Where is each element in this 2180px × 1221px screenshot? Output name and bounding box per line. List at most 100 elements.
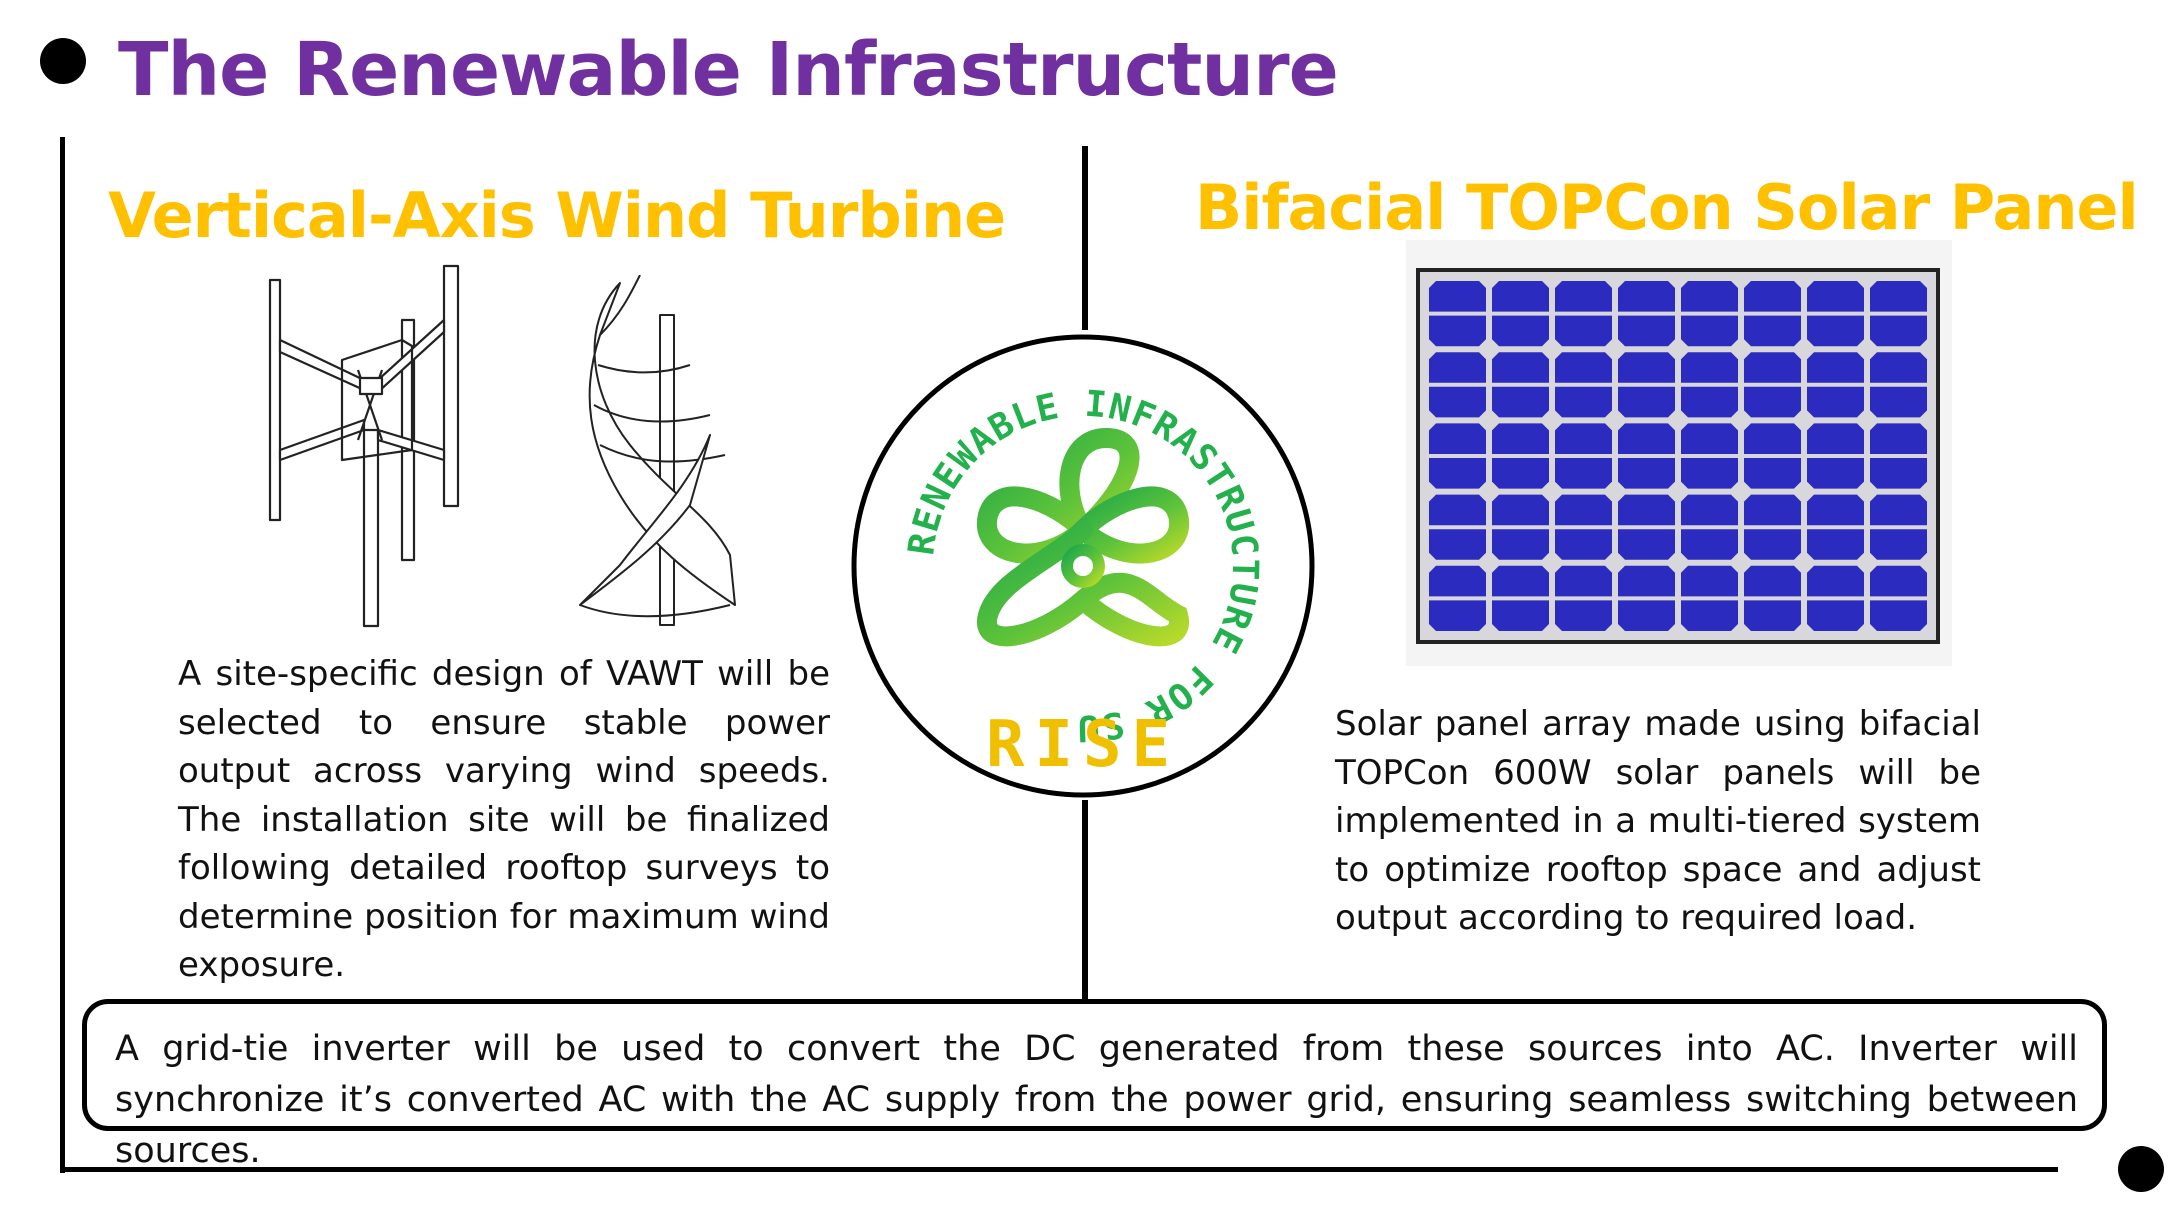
panel-cell xyxy=(1807,281,1864,312)
frame-left-line xyxy=(60,137,65,1173)
panel-cell xyxy=(1618,600,1675,631)
panel-cell xyxy=(1492,529,1549,560)
panel-cell xyxy=(1744,494,1801,526)
panel-cell xyxy=(1744,423,1801,454)
frame-bottom-line xyxy=(60,1167,2058,1172)
panel-cell xyxy=(1870,281,1927,312)
helical-turbine-icon xyxy=(579,275,736,626)
panel-cell xyxy=(1870,423,1927,454)
panel-cell xyxy=(1681,315,1738,347)
panel-cell xyxy=(1681,281,1738,312)
panel-cell xyxy=(1555,600,1612,631)
panel-cell xyxy=(1681,529,1738,560)
panel-cell xyxy=(1492,600,1549,631)
panel-cell xyxy=(1807,352,1864,383)
panel-cell xyxy=(1555,565,1612,597)
panel-cell xyxy=(1681,386,1738,418)
panel-cell xyxy=(1618,386,1675,418)
panel-cell xyxy=(1492,494,1549,526)
panel-cell xyxy=(1492,352,1549,383)
panel-cell xyxy=(1681,565,1738,597)
panel-cell xyxy=(1744,458,1801,489)
panel-cell xyxy=(1807,565,1864,597)
interlocking-knot-icon xyxy=(976,428,1190,647)
panel-cell xyxy=(1870,352,1927,383)
panel-cell-grid xyxy=(1429,281,1927,631)
solar-section-heading: Bifacial TOPCon Solar Panel xyxy=(1195,171,2139,244)
top-left-bullet-dot xyxy=(40,38,86,84)
panel-cell xyxy=(1429,281,1486,312)
panel-cell xyxy=(1492,565,1549,597)
panel-cell xyxy=(1492,458,1549,489)
panel-cell xyxy=(1429,458,1486,489)
logo-ring xyxy=(851,334,1315,798)
panel-cell xyxy=(1870,494,1927,526)
panel-cell xyxy=(1744,386,1801,418)
panel-cell xyxy=(1618,458,1675,489)
center-divider-top xyxy=(1082,146,1088,330)
panel-cell xyxy=(1618,352,1675,383)
panel-cell xyxy=(1492,281,1549,312)
panel-cell xyxy=(1555,529,1612,560)
panel-cell xyxy=(1870,386,1927,418)
panel-cell xyxy=(1618,565,1675,597)
panel-cell xyxy=(1492,423,1549,454)
panel-cell xyxy=(1618,423,1675,454)
center-divider-bottom xyxy=(1082,800,1088,1000)
panel-cell xyxy=(1555,494,1612,526)
panel-cell xyxy=(1429,315,1486,347)
panel-cell xyxy=(1744,281,1801,312)
panel-cell xyxy=(1429,423,1486,454)
inverter-note-box: A grid-tie inverter will be used to conv… xyxy=(82,999,2107,1171)
panel-cell xyxy=(1870,315,1927,347)
panel-cell xyxy=(1744,600,1801,631)
wind-description: A site-specific design of VAWT will be s… xyxy=(178,654,830,985)
panel-cell xyxy=(1429,600,1486,631)
rise-logo: RENEWABLE INFRASTRUCTURE FOR SUSTAINABLE… xyxy=(848,330,1315,798)
panel-cell xyxy=(1618,529,1675,560)
panel-cell xyxy=(1870,458,1927,489)
panel-cell xyxy=(1555,458,1612,489)
panel-cell xyxy=(1807,423,1864,454)
panel-cell xyxy=(1870,600,1927,631)
panel-cell xyxy=(1492,386,1549,418)
page-title: The Renewable Infrastructure xyxy=(118,27,1339,113)
panel-cell xyxy=(1744,315,1801,347)
panel-cell xyxy=(1744,565,1801,597)
bottom-right-bullet-dot xyxy=(2118,1146,2164,1192)
inverter-note-text: A grid-tie inverter will be used to conv… xyxy=(115,1029,2078,1171)
panel-cell xyxy=(1807,529,1864,560)
panel-cell xyxy=(1744,352,1801,383)
logo-acronym: RISE xyxy=(986,708,1180,782)
panel-cell xyxy=(1555,423,1612,454)
panel-cell xyxy=(1807,315,1864,347)
panel-cell xyxy=(1807,458,1864,489)
panel-cell xyxy=(1492,315,1549,347)
panel-cell xyxy=(1618,494,1675,526)
panel-cell xyxy=(1807,494,1864,526)
wind-section-heading: Vertical-Axis Wind Turbine xyxy=(108,179,1006,252)
solar-description: Solar panel array made using bifacial TO… xyxy=(1335,704,1981,938)
h-rotor-turbine-icon xyxy=(268,264,460,628)
panel-cell xyxy=(1744,529,1801,560)
panel-cell xyxy=(1681,352,1738,383)
solar-panel-icon xyxy=(1406,240,1952,666)
panel-cell xyxy=(1429,565,1486,597)
panel-cell xyxy=(1555,352,1612,383)
panel-cell xyxy=(1429,529,1486,560)
panel-cell xyxy=(1429,494,1486,526)
panel-cell xyxy=(1555,281,1612,312)
panel-cell xyxy=(1555,315,1612,347)
panel-cell xyxy=(1807,600,1864,631)
panel-cell xyxy=(1555,386,1612,418)
panel-cell xyxy=(1870,529,1927,560)
panel-cell xyxy=(1429,352,1486,383)
panel-cell xyxy=(1681,458,1738,489)
panel-cell xyxy=(1681,423,1738,454)
panel-cell xyxy=(1681,494,1738,526)
panel-cell xyxy=(1618,281,1675,312)
panel-cell xyxy=(1618,315,1675,347)
panel-cell xyxy=(1429,386,1486,418)
panel-cell xyxy=(1807,386,1864,418)
panel-cell xyxy=(1870,565,1927,597)
